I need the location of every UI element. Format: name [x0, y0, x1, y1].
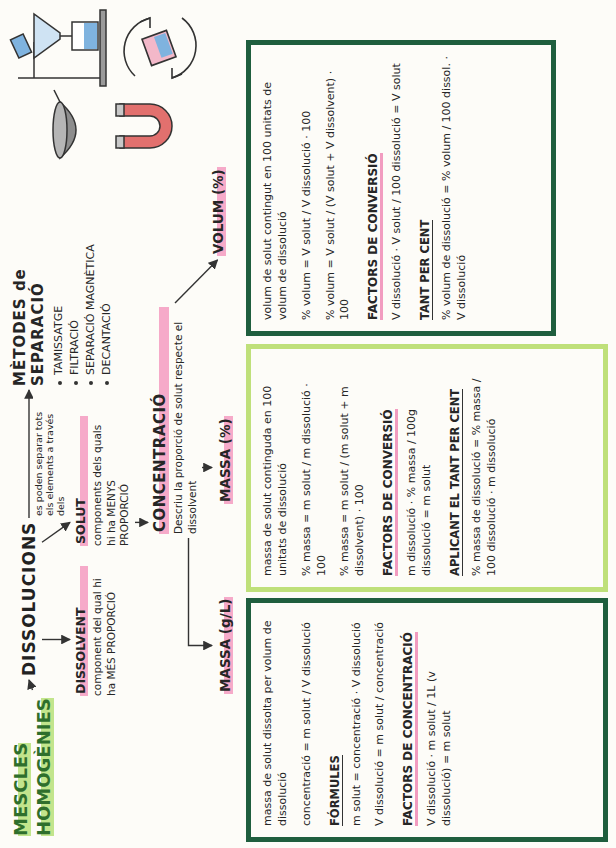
node-text: TAMISSATGE	[51, 194, 67, 386]
arrow-connector	[175, 260, 218, 303]
measure-label: VOLUM (%)	[205, 163, 230, 260]
node-text: % volum = V solut / V dissolució · 100	[300, 56, 315, 320]
arrow-connector	[42, 639, 70, 640]
edge-label: es poden separar tots els elements a tra…	[33, 396, 68, 518]
node-text: FILTRACIÓ	[67, 194, 83, 386]
node-text: m solut = concentració · V dissolució	[350, 614, 365, 826]
title-highlight: MESCLES HOMOGÈNIES	[6, 690, 59, 840]
arrow-connector	[28, 390, 29, 518]
node-text: FÓRMULES	[328, 755, 343, 826]
node-heading: volum de solut contingut en 100 unitats …	[261, 56, 291, 320]
node-text: APLICANT EL TANT PER CENT	[448, 389, 463, 576]
arrow-connector	[42, 522, 70, 542]
node-text: V dissolució = m solut / concentració	[373, 614, 388, 826]
arrow-connector	[135, 522, 148, 523]
node-text: % massa = m solut / (m solut + m dissolv…	[338, 360, 368, 576]
node-text: m dissolució · % massa / 100g dissolució…	[405, 360, 435, 576]
node-heading: massa de solut dissolta per volum de dis…	[261, 614, 291, 826]
node-text: V dissolució · V solut / 100 dissolució …	[390, 56, 405, 320]
node-heading: MASSA (%)	[217, 416, 233, 504]
formula-box: volum de solut contingut en 100 unitats …	[246, 40, 556, 336]
node-heading: SOLUT	[73, 416, 88, 546]
node-text: components dels quals hi ha MENYS PROPOR…	[91, 416, 132, 546]
node-heading: DISSOLVENT	[73, 566, 88, 696]
concept-note: CONCENTRACIÓDescriu la proporció de solu…	[148, 303, 202, 538]
node-text: FACTORS DE CONCENTRACIÓ	[401, 632, 418, 826]
node-heading: DISSOLUCIONS	[19, 522, 39, 676]
node-heading: VOLUM (%)	[210, 167, 226, 256]
formula-box: massa de solut dissolta per volum de dis…	[246, 598, 608, 842]
decanting-icon	[124, 18, 196, 78]
node-heading: MASSA (g/L)	[217, 597, 233, 694]
node-text: SEPARACIÓ MAGNÈTICA	[83, 194, 99, 386]
arrow-connector	[29, 680, 33, 690]
measure-label: MASSA (g/L)	[212, 593, 237, 698]
node-text: FACTORS DE CONVERSIÓ	[366, 153, 383, 320]
node-text: V dissolució · m solut / 1L (v dissoluci…	[425, 614, 455, 826]
magnet-icon	[116, 104, 172, 148]
node-text: % massa = m solut / m dissolució · 100	[300, 360, 330, 576]
node-heading: CONCENTRACIÓ	[151, 307, 169, 534]
node-text: component del qual hi ha MÉS PROPORCIÓ	[91, 566, 118, 696]
node-text: FACTORS DE CONVERSIÓ	[381, 409, 398, 576]
node-text: % volum de dissolució = % volum / 100 di…	[440, 56, 470, 320]
node-text: DECANTACIÓ	[99, 194, 115, 386]
measure-label: MASSA (%)	[212, 412, 237, 508]
topic-heading: DISSOLUCIONS	[16, 518, 42, 680]
filter-stand-icon	[10, 10, 106, 86]
node-text: TANT PER CENT	[418, 220, 433, 320]
node-text: % massa de dissolució = % massa / 100 di…	[470, 360, 500, 576]
method-list: MÈTODES de SEPARACIÓTAMISSATGEFILTRACIÓS…	[8, 190, 118, 390]
node-heading: massa de solut continguda en 100 unitats…	[261, 360, 291, 576]
node-text: Descriu la proporció de solut respecte e…	[172, 307, 199, 534]
node-text: % volum = V solut / (V solut + V dissolv…	[324, 56, 354, 320]
arrow-connector	[189, 538, 213, 646]
concept-note: SOLUTcomponents dels quals hi ha MENYS P…	[70, 412, 135, 550]
sieve-icon	[53, 90, 76, 158]
node-text: concentració = m solut / V dissolució	[300, 614, 315, 826]
concept-note: DISSOLVENTcomponent del qual hi ha MÉS P…	[70, 562, 121, 700]
formula-box: massa de solut continguda en 100 unitats…	[246, 344, 608, 592]
node-heading: MESCLES HOMOGÈNIES	[10, 698, 54, 836]
arrow-connector	[202, 467, 212, 468]
node-heading: MÈTODES de SEPARACIÓ	[11, 194, 47, 386]
